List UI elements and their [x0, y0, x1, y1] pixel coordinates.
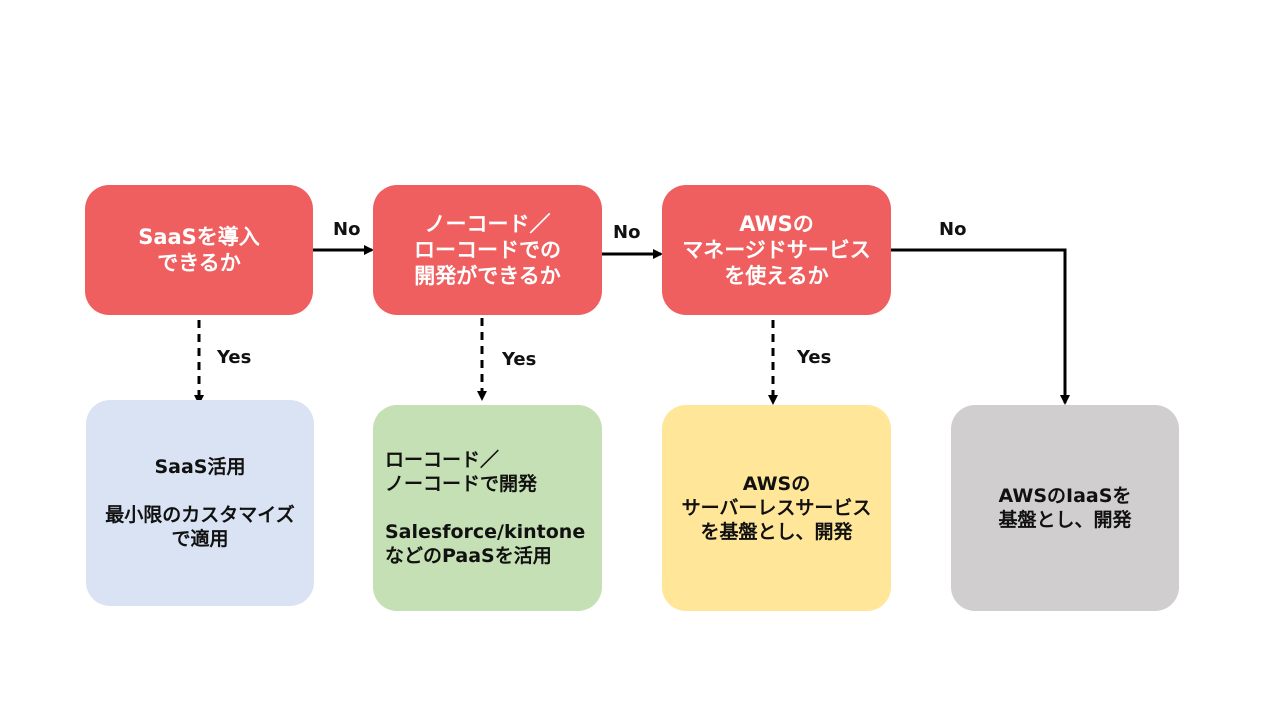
- label-yes-3: Yes: [797, 347, 832, 368]
- question-saas: SaaSを導入 できるか: [85, 185, 313, 315]
- question-saas-text: SaaSを導入 できるか: [138, 225, 260, 275]
- label-no-3: No: [939, 219, 967, 240]
- result-serverless-text: AWSの サーバーレスサービス を基盤とし、開発: [681, 473, 872, 543]
- result-lowcode: ローコード／ ノーコードで開発 Salesforce/kintone などのPa…: [373, 405, 602, 611]
- result-saas: SaaS活用 最小限のカスタマイズ で適用: [86, 400, 314, 606]
- label-yes-1: Yes: [217, 347, 252, 368]
- question-lowcode-text: ノーコード／ ローコードでの 開発ができるか: [414, 212, 561, 288]
- result-serverless: AWSの サーバーレスサービス を基盤とし、開発: [662, 405, 891, 611]
- question-managed-service: AWSの マネージドサービス を使えるか: [662, 185, 891, 315]
- result-iaas: AWSのIaaSを 基盤とし、開発: [951, 405, 1179, 611]
- result-saas-text: SaaS活用 最小限のカスタマイズ で適用: [105, 456, 295, 550]
- question-managed-service-text: AWSの マネージドサービス を使えるか: [682, 212, 871, 288]
- label-no-1: No: [333, 219, 361, 240]
- result-iaas-text: AWSのIaaSを 基盤とし、開発: [998, 485, 1132, 531]
- label-no-2: No: [613, 222, 641, 243]
- no-arrow-3: [891, 248, 1070, 405]
- result-lowcode-text: ローコード／ ノーコードで開発 Salesforce/kintone などのPa…: [385, 449, 586, 567]
- question-lowcode: ノーコード／ ローコードでの 開発ができるか: [373, 185, 602, 315]
- label-yes-2: Yes: [502, 349, 537, 370]
